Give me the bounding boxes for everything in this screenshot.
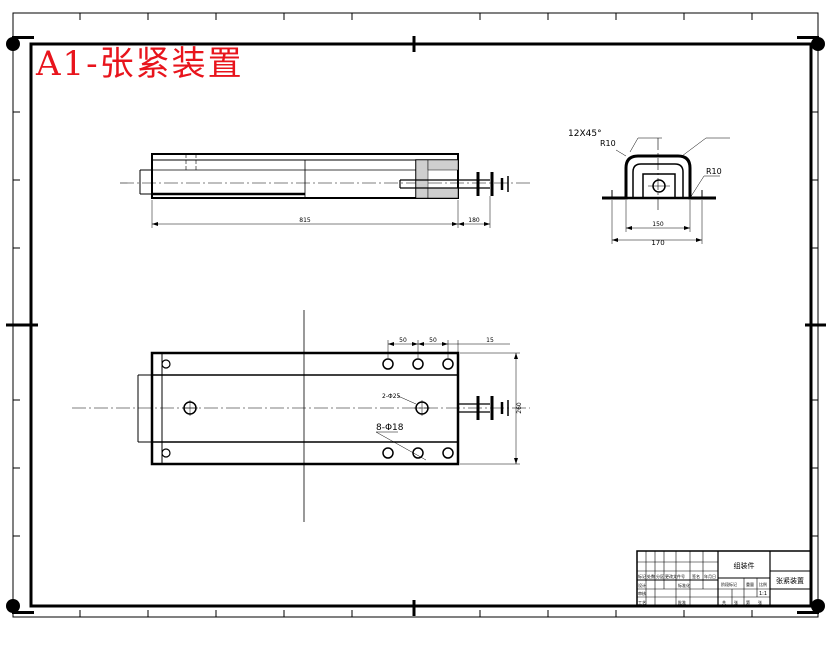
front-view bbox=[120, 153, 530, 228]
tb-stage-label: 阶段标记 bbox=[721, 581, 737, 587]
plan-dim-spacing-2: 50 bbox=[429, 337, 437, 344]
centering-marks bbox=[6, 36, 826, 616]
side-radius-left-label: R10 bbox=[600, 139, 616, 148]
tb-mark-label: 标记 bbox=[638, 573, 646, 579]
plan-view bbox=[72, 310, 530, 522]
tb-mark-label: 处数 bbox=[647, 573, 655, 579]
tb-role-label: 标准化 bbox=[678, 582, 690, 588]
tb-mark-label: 分区 bbox=[656, 573, 664, 579]
plan-dim-edge: 15 bbox=[486, 337, 494, 344]
tb-sheet-label: 第 bbox=[746, 599, 750, 605]
side-dim-outer: 170 bbox=[651, 239, 664, 247]
plan-hole-label-large: 8-Φ18 bbox=[376, 423, 404, 433]
title-block bbox=[636, 550, 812, 607]
tb-mark-label: 更改文件号 bbox=[665, 573, 685, 579]
tb-role-label: 审核 bbox=[638, 590, 646, 596]
tb-weight-label: 重量 bbox=[746, 581, 754, 587]
tb-mark-label: 签名 bbox=[692, 573, 700, 579]
border-ticks bbox=[13, 13, 818, 617]
outer-border bbox=[12, 12, 819, 618]
tb-mark-label: 年月日 bbox=[704, 573, 716, 579]
tb-sheet-label: 张 bbox=[734, 599, 738, 605]
tb-sheet-label: 张 bbox=[758, 599, 762, 605]
side-radius-right-label: R10 bbox=[706, 167, 722, 176]
drawing-frame bbox=[29, 42, 813, 608]
tb-role-label: 设计 bbox=[638, 582, 646, 588]
plan-dim-width: 260 bbox=[516, 402, 523, 414]
tb-ratio-label: 比例 bbox=[759, 581, 767, 587]
side-chamfer-label: 12X45° bbox=[568, 129, 602, 139]
front-dim-length: 815 bbox=[299, 217, 311, 224]
tb-part-name: 张紧装置 bbox=[776, 576, 804, 585]
tb-role-label: 工艺 bbox=[638, 600, 646, 605]
side-dim-inner: 150 bbox=[652, 221, 664, 228]
side-view bbox=[602, 137, 730, 244]
drawing-title: A1-张紧装置 bbox=[36, 44, 244, 84]
tb-scale: 1:1 bbox=[759, 591, 767, 597]
title-block-mark-labels: 标记 处数 分区 更改文件号 签名 年月日 bbox=[638, 573, 716, 579]
tb-sheet-labels: 共 张 第 张 bbox=[722, 599, 762, 605]
plan-dim-spacing-1: 50 bbox=[399, 337, 407, 344]
plan-hole-label-small: 2-Φ25 bbox=[382, 393, 401, 400]
tb-category: 组装件 bbox=[734, 561, 755, 570]
title-block-role-labels: 设计 标准化 审核 工艺 批准 bbox=[638, 582, 690, 605]
corner-marks bbox=[6, 36, 825, 614]
front-dim-extension: 180 bbox=[468, 217, 480, 224]
tb-role-label: 批准 bbox=[678, 599, 686, 605]
tb-sheet-label: 共 bbox=[722, 599, 726, 605]
